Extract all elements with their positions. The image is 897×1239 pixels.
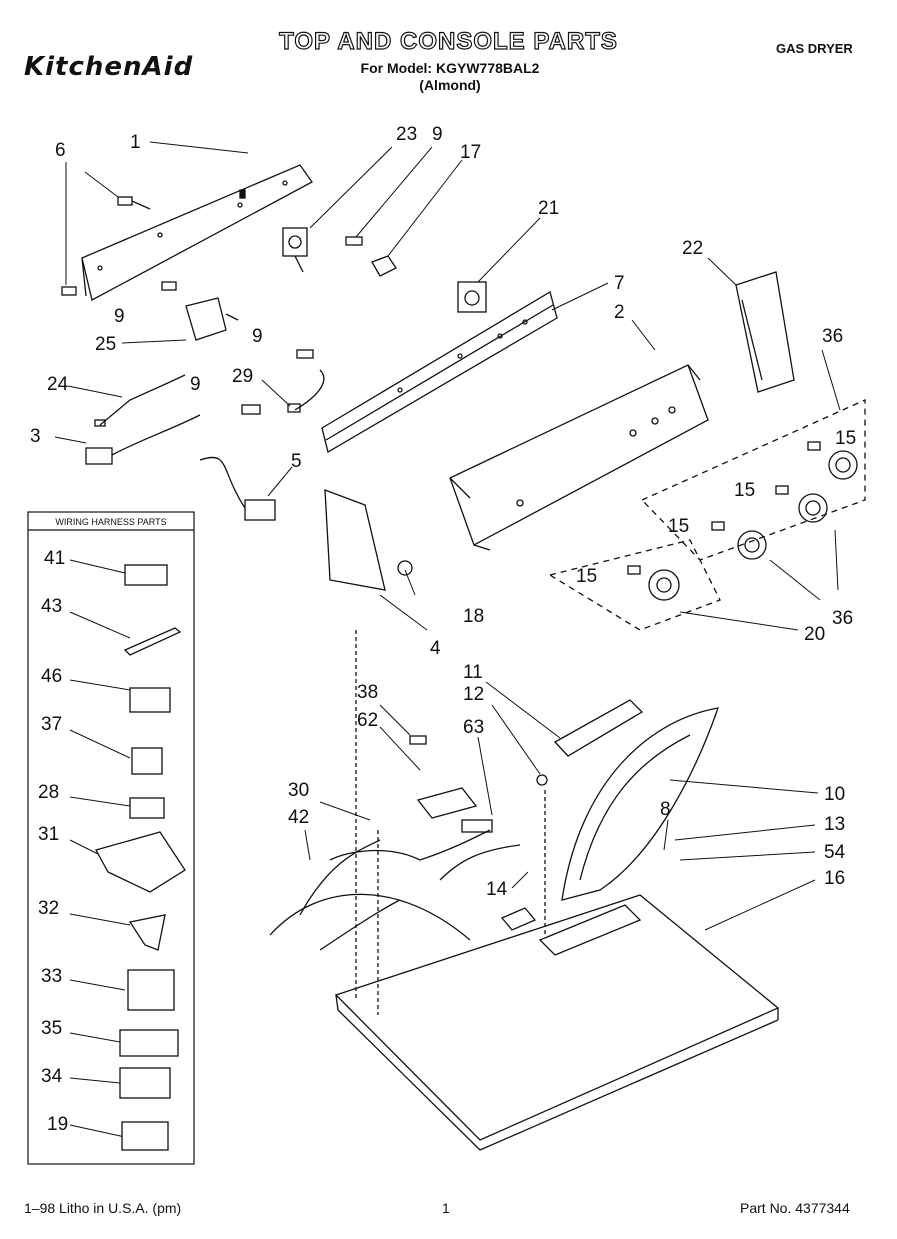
callout-19: 19 [47,1114,68,1135]
screw-6-top [117,196,151,210]
callout-24: 24 [47,374,69,395]
callout-15c: 15 [668,516,689,537]
callout-16: 16 [824,868,845,889]
part-5-connector [199,456,276,521]
part-12-clip [536,774,548,786]
footer-page-number: 1 [442,1200,450,1216]
part-1-rear-panel [81,164,313,301]
footer-litho: 1–98 Litho in U.S.A. (pm) [24,1200,182,1216]
callout-31: 31 [38,824,59,845]
callout-7: 7 [614,273,625,294]
callout-37: 37 [41,714,62,735]
callout-32: 32 [38,898,59,919]
callout-13: 13 [824,814,845,835]
dryer-type: GAS DRYER [776,41,853,56]
part-42-main-harness [269,829,521,951]
part-38-screw [409,735,427,745]
callout-42: 42 [288,807,309,828]
part-11-lint-screen [553,699,644,757]
callout-46: 46 [41,666,62,687]
part-21-valve [457,281,487,313]
callout-43: 43 [41,596,62,617]
callout-15b: 15 [734,480,755,501]
page-title: TOP AND CONSOLE PARTS [278,27,618,55]
model-line: For Model: KGYW778BAL2 [360,60,540,76]
callout-28: 28 [38,782,59,803]
callout-34: 34 [41,1066,63,1087]
part-25-timer [185,297,239,341]
part-22-end-cap [735,271,795,393]
screw-9-left [161,281,177,291]
footer-part-number: Part No. 4377344 [740,1200,850,1216]
screw-6-bottom [61,286,77,296]
callout-38: 38 [357,682,378,703]
part-2-console [449,364,709,551]
callout-20: 20 [804,624,825,645]
part-3-harness [85,414,201,465]
callout-35: 35 [41,1018,62,1039]
part-24-harness [94,374,186,427]
callout-23: 23 [396,124,417,145]
knob-group [627,441,858,601]
harness-parts-box [27,511,195,1165]
callout-1: 1 [130,132,141,153]
part-62-label [416,787,478,819]
callout-22: 22 [682,238,703,259]
part-63-bracket [461,819,493,833]
callout-9c: 9 [252,326,263,347]
callout-21: 21 [538,198,559,219]
callout-8: 8 [660,799,671,820]
harness-box-title: WIRING HARNESS PARTS [55,517,166,527]
color-line: (Almond) [419,77,481,93]
callout-5: 5 [291,451,302,472]
callout-2: 2 [614,302,625,323]
kitchenaid-logo: KitchenAid [24,52,194,82]
callout-4: 4 [430,638,441,659]
part-17-bracket [345,236,397,277]
callout-17: 17 [460,142,481,163]
callout-numbers: 1 6 23 9 17 21 22 7 2 36 9 25 9 24 9 29 … [30,124,856,1135]
callout-6: 6 [55,140,66,161]
callout-15d: 15 [576,566,597,587]
model-info: For Model: KGYW778BAL2 (Almond) [330,60,570,94]
callout-29: 29 [232,366,253,387]
part-16-top [334,894,780,1151]
part-4-end-bracket [324,489,413,591]
callout-14: 14 [486,879,508,900]
part-29-harness [287,369,325,413]
callout-9a: 9 [432,124,443,145]
callout-12: 12 [463,684,484,705]
callout-63: 63 [463,717,484,738]
part-23-switch [282,227,308,273]
callout-9d: 9 [190,374,201,395]
callout-15a: 15 [835,428,856,449]
callout-18: 18 [463,606,484,627]
callout-3: 3 [30,426,41,447]
part-10-lint-housing [561,707,719,901]
callout-25: 25 [95,334,116,355]
callout-36b: 36 [832,608,853,629]
callout-41: 41 [44,548,65,569]
harness-part-shapes [95,564,186,1151]
part-7-control-plate [321,291,558,453]
callout-62: 62 [357,710,378,731]
callout-33: 33 [41,966,62,987]
screw-9-mid [241,349,314,415]
callout-10: 10 [824,784,845,805]
callout-9b: 9 [114,306,125,327]
callout-30: 30 [288,780,309,801]
callout-54: 54 [824,842,846,863]
callout-36a: 36 [822,326,843,347]
callout-11: 11 [463,662,483,683]
